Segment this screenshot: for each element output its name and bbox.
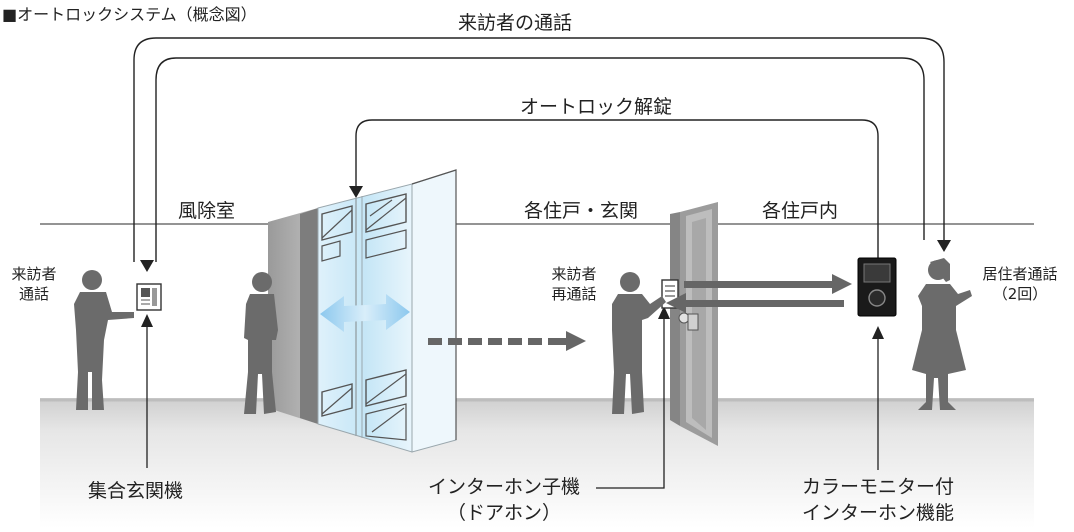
intercom-arrow-to-door bbox=[666, 293, 844, 313]
visitor-call-arrow-down bbox=[140, 260, 154, 272]
door-intercom-label-line1: インターホン子機 bbox=[427, 476, 580, 498]
visitor-recall-label-line1: 来訪者 bbox=[551, 265, 597, 283]
auto-unlock-arrow-down bbox=[349, 186, 363, 198]
lobby-panel-label: 集合玄関機 bbox=[88, 480, 184, 502]
visitor-call-line-outer bbox=[133, 37, 945, 262]
visitor-recall-label: 来訪者 再通話 bbox=[534, 264, 614, 304]
visitor-call-label: 来訪者 通話 bbox=[2, 264, 66, 304]
door-intercom-leader-arrow bbox=[658, 306, 670, 319]
door-intercom-leader bbox=[596, 316, 665, 489]
intercom-arrow-to-monitor bbox=[684, 274, 852, 294]
door-slide-arrow bbox=[320, 294, 410, 332]
visitor-at-lobby-figure bbox=[74, 270, 134, 410]
visitor-call-flow-label: 来訪者の通話 bbox=[458, 12, 573, 34]
visitor-call-label-line2: 通話 bbox=[18, 285, 49, 303]
floor bbox=[40, 398, 1034, 528]
lobby-panel-leader-arrow bbox=[141, 314, 153, 327]
zone-unit-interior-label: 各住戸内 bbox=[762, 200, 839, 222]
visitor-at-door-figure bbox=[612, 272, 666, 414]
visitor-recall-label-line2: 再通話 bbox=[551, 285, 597, 303]
lobby-panel-device bbox=[136, 283, 162, 311]
visitor-in-vestibule-figure bbox=[244, 272, 278, 414]
zone-unit-entrance-label: 各住戸・玄関 bbox=[524, 200, 639, 222]
resident-call-label: 居住者通話 （2回） bbox=[970, 264, 1070, 304]
resident-call-label-line2: （2回） bbox=[992, 285, 1048, 303]
auto-unlock-flow-label: オートロック解錠 bbox=[520, 96, 673, 118]
unit-front-door bbox=[670, 202, 718, 446]
monitor-intercom-label-line2: インターホン機能 bbox=[801, 502, 954, 524]
vestibule-wall-edge bbox=[300, 208, 318, 424]
monitor-intercom-label-line1: カラーモニター付 bbox=[801, 476, 954, 498]
monitor-intercom-label: カラーモニター付 インターホン機能 bbox=[786, 474, 970, 526]
color-monitor-intercom bbox=[857, 257, 897, 317]
visitor-call-label-line1: 来訪者 bbox=[11, 265, 57, 283]
auto-unlock-line bbox=[355, 119, 879, 262]
resident-call-label-line1: 居住者通話 bbox=[982, 265, 1058, 283]
resident-figure bbox=[912, 258, 972, 410]
monitor-leader-arrow bbox=[872, 326, 884, 339]
visitor-call-line-inner bbox=[155, 57, 925, 262]
visitor-move-arrow bbox=[428, 331, 586, 351]
zone-vestibule-label: 風除室 bbox=[178, 200, 236, 222]
door-intercom-label: インターホン子機 （ドアホン） bbox=[418, 474, 590, 526]
resident-call-arrow-down bbox=[937, 240, 951, 252]
door-intercom-label-line2: （ドアホン） bbox=[446, 502, 561, 524]
diagram-title: ■オートロックシステム（概念図） bbox=[2, 5, 257, 24]
